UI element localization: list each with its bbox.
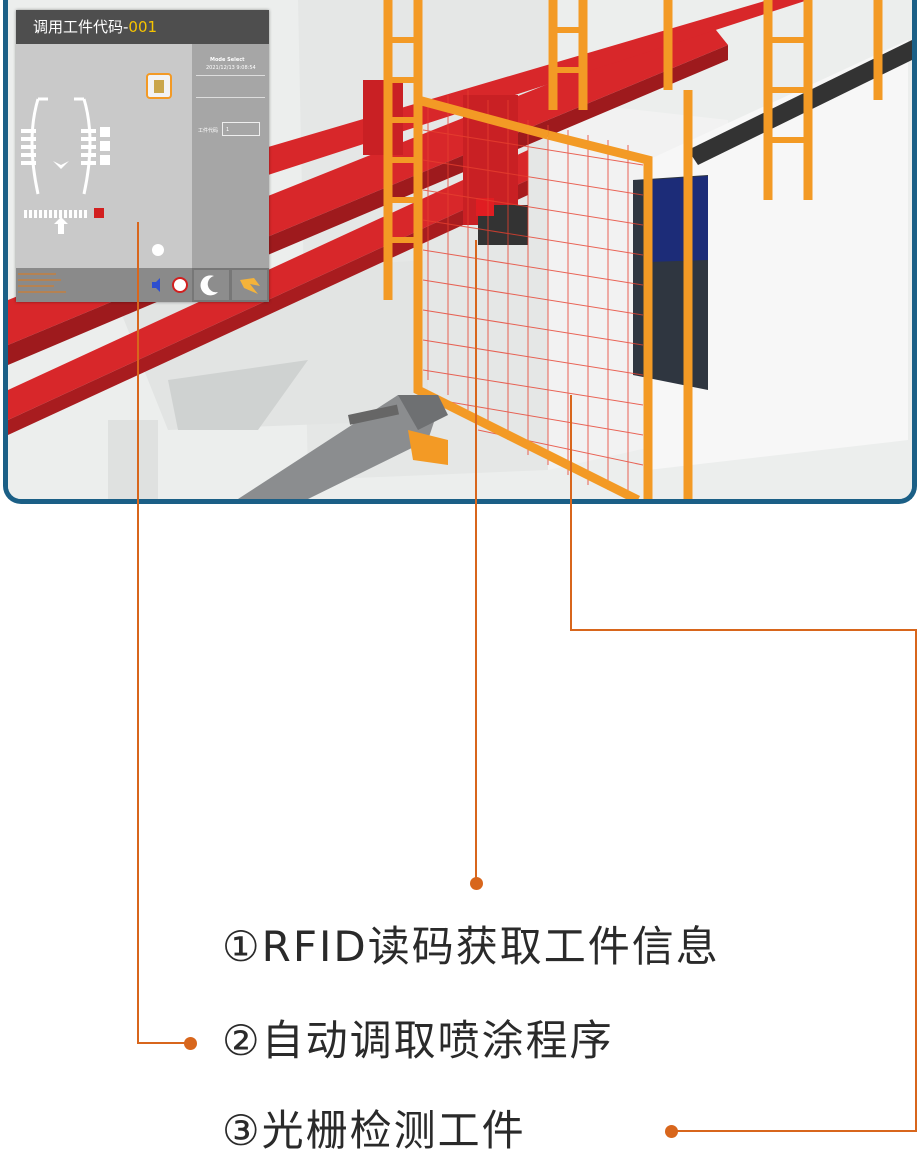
- moon-icon: [200, 275, 218, 296]
- callout-3-number: ③: [222, 1106, 262, 1155]
- callout-3-text: 光栅检测工件: [261, 1106, 526, 1155]
- callout-dot-2: [184, 1037, 197, 1050]
- hmi-title-bar: 调用工件代码-001: [16, 10, 269, 44]
- callout-dot-3: [665, 1125, 678, 1138]
- hmi-info-panel: Mode Select 2021/12/13 9:08:54 工件代码 1: [192, 44, 269, 268]
- hmi-title-prefix: 调用工件代码-: [33, 18, 129, 36]
- speaker-icon: [152, 278, 160, 292]
- hmi-panel: 调用工件代码-001: [16, 10, 269, 302]
- spray-gun-diagram: [21, 73, 172, 256]
- callout-2: ②自动调取喷涂程序: [222, 1016, 614, 1066]
- callout-dot-1: [470, 877, 483, 890]
- callout-2-number: ②: [222, 1016, 262, 1065]
- brand-logo-icon: [240, 278, 260, 294]
- callout-1-text: RFID读码获取工件信息: [261, 922, 720, 971]
- callout-1-number: ①: [222, 922, 262, 971]
- hmi-title-code: 001: [128, 18, 158, 36]
- status-icons: [18, 273, 188, 293]
- hmi-button-bar: [192, 268, 269, 302]
- divider: [196, 75, 265, 76]
- datetime-label: 2021/12/13 9:08:54: [206, 65, 256, 71]
- night-mode-button[interactable]: [194, 270, 229, 300]
- logo-button[interactable]: [232, 270, 267, 300]
- workpiece-code-field[interactable]: 1: [222, 122, 260, 136]
- callout-2-text: 自动调取喷涂程序: [261, 1016, 614, 1065]
- hmi-status-bar: [16, 268, 192, 302]
- hmi-spray-view: [16, 44, 192, 268]
- callout-1: ①RFID读码获取工件信息: [222, 922, 720, 972]
- mode-select-label: Mode Select: [210, 57, 245, 63]
- field-value: 1: [226, 127, 230, 133]
- divider: [196, 97, 265, 98]
- field-label: 工件代码: [198, 128, 219, 134]
- factory-scene: 调用工件代码-001: [3, 0, 917, 504]
- callout-3: ③光栅检测工件: [222, 1106, 526, 1156]
